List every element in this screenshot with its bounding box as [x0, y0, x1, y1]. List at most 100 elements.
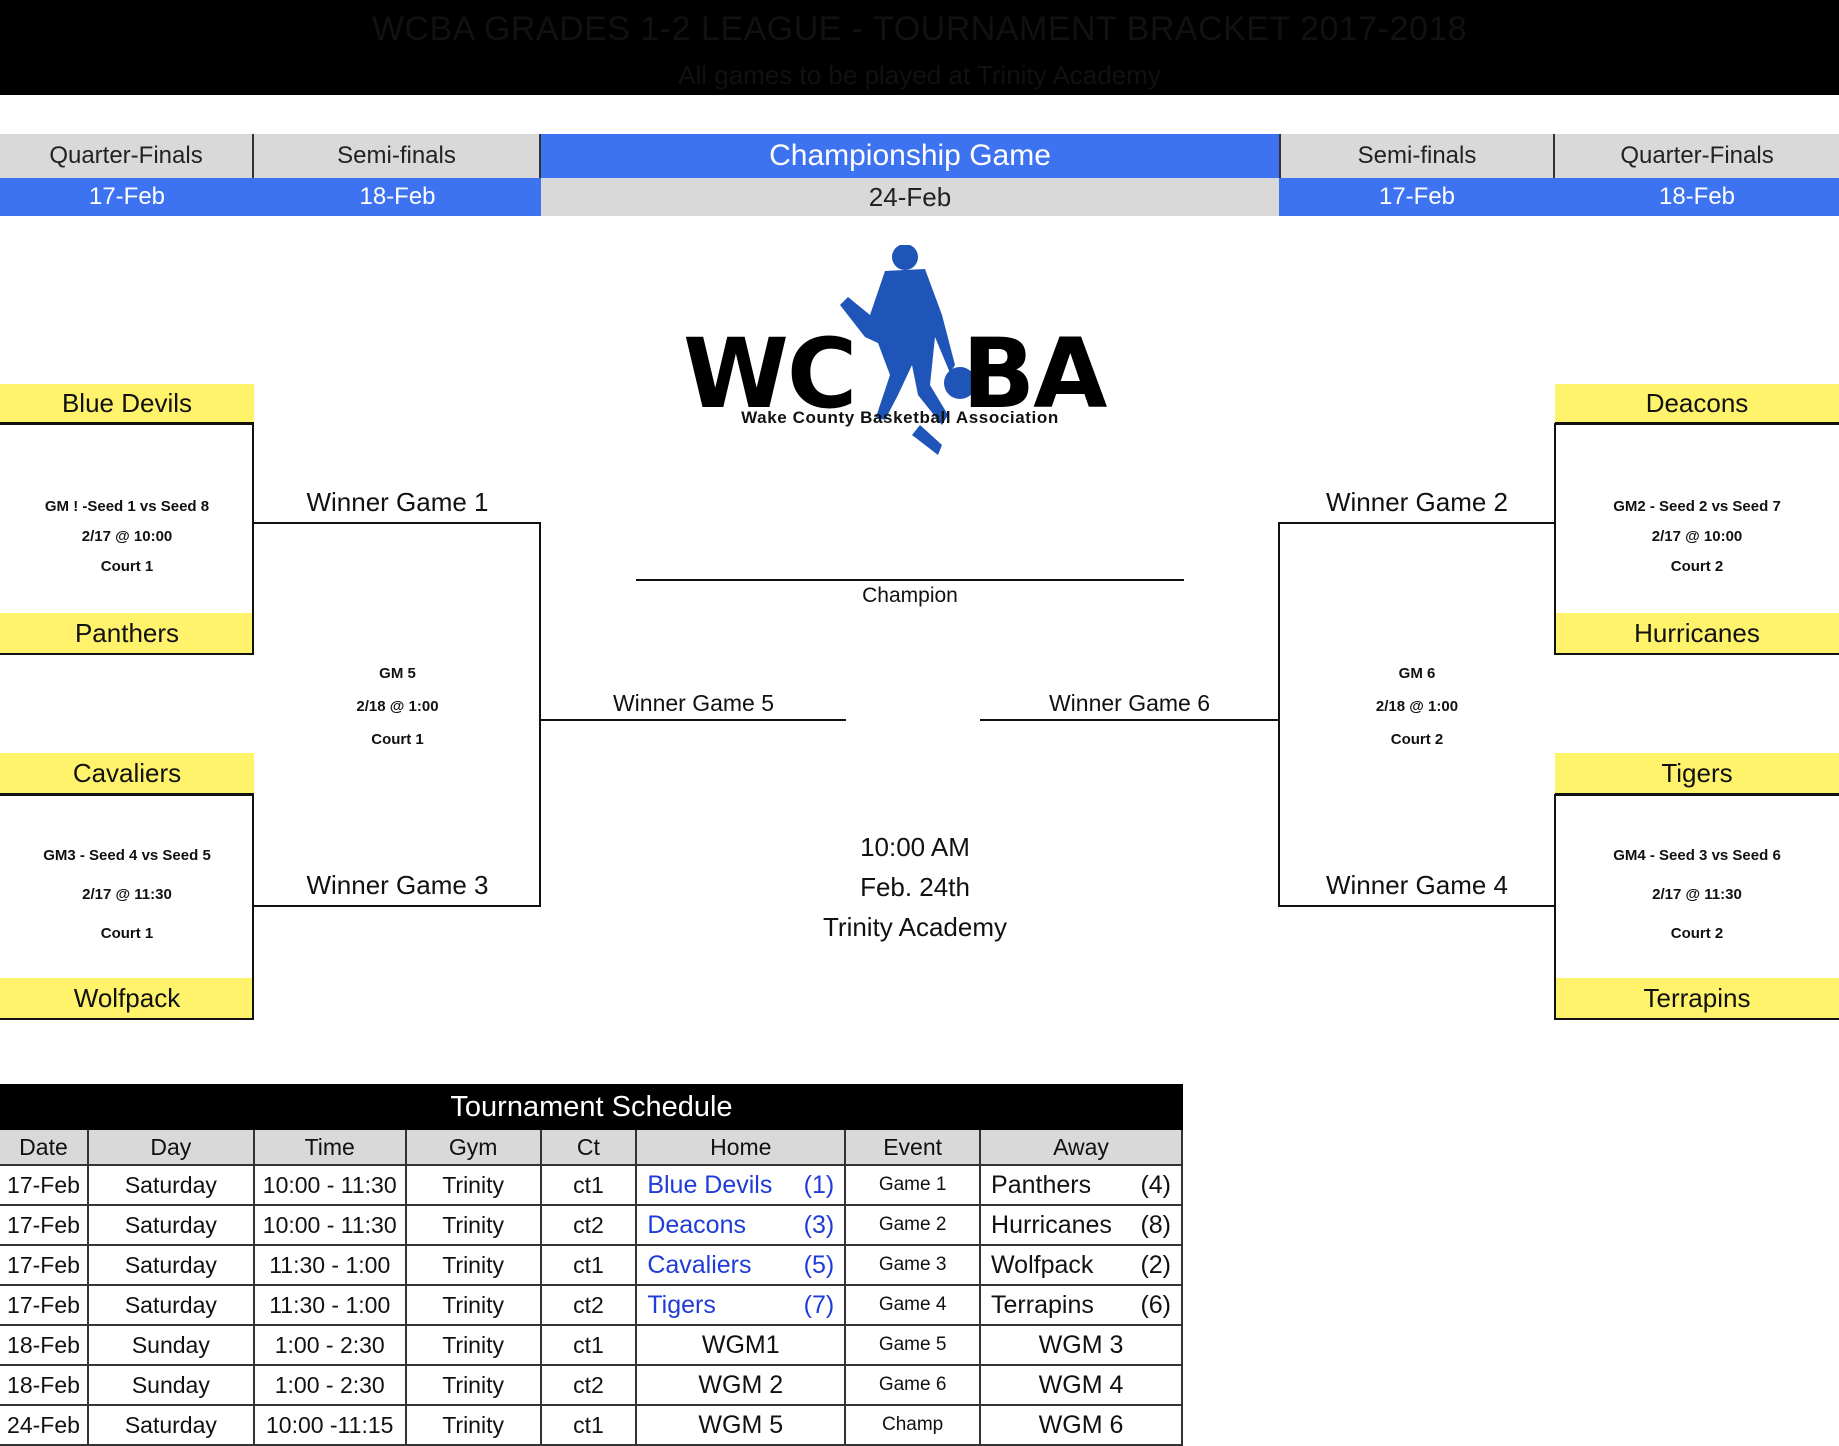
cell-time: 1:00 - 2:30: [253, 1325, 407, 1366]
column-header-away: Away: [980, 1130, 1183, 1166]
table-row: 17-Feb Saturday 11:30 - 1:00 Trinity ct2…: [0, 1285, 1183, 1326]
home-seed: (3): [803, 1210, 835, 1239]
cell-home: WGM 2: [636, 1365, 847, 1406]
game5-time: 2/18 @ 1:00: [356, 698, 439, 715]
game6-title: GM 6: [1398, 665, 1436, 682]
bracket-line: [0, 423, 254, 425]
game6-time: 2/18 @ 1:00: [1375, 698, 1459, 715]
column-header-gym: Gym: [405, 1130, 542, 1166]
away-seed: (4): [1140, 1170, 1171, 1199]
home-seed: (1): [803, 1170, 835, 1199]
bracket-line: [1554, 423, 1556, 655]
cell-home: Blue Devils(1): [636, 1165, 847, 1206]
cell-gym: Trinity: [405, 1325, 542, 1366]
away-team: Terrapins: [991, 1290, 1094, 1319]
bracket-line: [980, 719, 1279, 721]
cell-gym: Trinity: [405, 1205, 542, 1246]
winner-game-3: Winner Game 3: [306, 870, 489, 900]
cell-event: Game 5: [845, 1325, 982, 1366]
away-team: Hurricanes: [991, 1210, 1112, 1239]
page-title: WCBA GRADES 1-2 LEAGUE - TOURNAMENT BRAC…: [371, 9, 1468, 48]
champion-line: [636, 579, 1184, 581]
cell-ct: ct1: [540, 1245, 638, 1286]
home-seed: (5): [803, 1250, 835, 1279]
cell-event: Game 1: [845, 1165, 982, 1206]
cell-time: 1:00 - 2:30: [253, 1365, 407, 1406]
cell-home: Tigers(7): [636, 1285, 847, 1326]
column-header-ct: Ct: [540, 1130, 638, 1166]
game5-title: GM 5: [379, 665, 416, 682]
cell-date: 17-Feb: [0, 1205, 89, 1246]
home-team: Cavaliers: [647, 1250, 752, 1279]
cell-ct: ct2: [540, 1285, 638, 1326]
away-team: Panthers: [991, 1170, 1092, 1199]
page-subtitle: All games to be played at Trinity Academ…: [678, 59, 1161, 90]
home-seed: (7): [803, 1290, 835, 1319]
game2-time: 2/17 @ 10:00: [1651, 528, 1743, 545]
right-qf-label: Quarter-Finals: [1555, 134, 1839, 178]
left-qf-label: Quarter-Finals: [0, 134, 254, 178]
table-row: 18-Feb Sunday 1:00 - 2:30 Trinity ct2 WG…: [0, 1365, 1183, 1406]
championship-label: Championship Game: [541, 134, 1279, 178]
game3-title: GM3 - Seed 4 vs Seed 5: [43, 847, 211, 864]
team-blue-devils: Blue Devils: [0, 384, 254, 424]
away-seed: (6): [1140, 1290, 1171, 1319]
cell-date: 17-Feb: [0, 1165, 89, 1206]
game2-info: GM2 - Seed 2 vs Seed 7 2/17 @ 10:00 Cour…: [1555, 492, 1839, 582]
cell-gym: Trinity: [405, 1405, 542, 1446]
championship-details: 10:00 AM Feb. 24th Trinity Academy: [760, 827, 1070, 947]
cell-home: WGM 5: [636, 1405, 847, 1446]
bracket-line: [252, 794, 254, 1020]
bracket-line: [1555, 794, 1839, 796]
cell-event: Game 6: [845, 1365, 982, 1406]
bracket-line: [541, 719, 846, 721]
column-header-time: Time: [253, 1130, 407, 1166]
bracket-line: [0, 794, 254, 796]
cell-ct: ct1: [540, 1405, 638, 1446]
cell-day: Saturday: [87, 1165, 255, 1206]
champion-label: Champion: [862, 584, 958, 607]
cell-away: WGM 6: [980, 1405, 1183, 1446]
bracket-line: [254, 522, 541, 524]
cell-date: 17-Feb: [0, 1245, 89, 1286]
bracket-line: [1555, 423, 1839, 425]
game3-time: 2/17 @ 11:30: [82, 886, 172, 903]
cell-ct: ct1: [540, 1165, 638, 1206]
championship-time: 10:00 AM: [860, 832, 970, 862]
cell-away: WGM 3: [980, 1325, 1183, 1366]
game1-info: GM ! -Seed 1 vs Seed 8 2/17 @ 10:00 Cour…: [0, 492, 254, 582]
column-header-day: Day: [87, 1130, 255, 1166]
cell-gym: Trinity: [405, 1245, 542, 1286]
game2-title: GM2 - Seed 2 vs Seed 7: [1613, 498, 1781, 515]
cell-date: 24-Feb: [0, 1405, 89, 1446]
bracket-line: [1278, 522, 1280, 907]
game4-court: Court 2: [1670, 925, 1724, 942]
wcba-logo: [680, 244, 1120, 465]
cell-home: Cavaliers (5): [636, 1245, 847, 1286]
game5-info: GM 5 2/18 @ 1:00 Court 1: [254, 657, 541, 756]
table-row: 24-Feb Saturday 10:00 -11:15 Trinity ct1…: [0, 1405, 1183, 1446]
game1-title: GM ! -Seed 1 vs Seed 8: [44, 498, 210, 515]
cell-home: WGM1: [636, 1325, 847, 1366]
table-row: 17-Feb Saturday 10:00 - 11:30 Trinity ct…: [0, 1205, 1183, 1246]
bracket-line: [252, 423, 254, 655]
away-seed: (2): [1140, 1250, 1171, 1279]
schedule-table: Date Day Time Gym Ct Home Event Away 17-…: [0, 1130, 1183, 1446]
logo-text-right: BA: [962, 318, 1107, 430]
game4-info: GM4 - Seed 3 vs Seed 6 2/17 @ 11:30 Cour…: [1555, 836, 1839, 953]
team-cavaliers: Cavaliers: [0, 753, 254, 795]
logo-subtitle: Wake County Basketball Association: [741, 408, 1059, 427]
schedule-title: Tournament Schedule: [0, 1084, 1183, 1130]
table-row: 17-Feb Saturday 11:30 - 1:00 Trinity ct1…: [0, 1245, 1183, 1286]
right-qf-date: 18-Feb: [1555, 178, 1839, 216]
cell-gym: Trinity: [405, 1165, 542, 1206]
cell-event: Game 4: [845, 1285, 982, 1326]
game1-court: Court 1: [100, 558, 154, 575]
bracket-line: [254, 905, 541, 907]
cell-gym: Trinity: [405, 1365, 542, 1406]
cell-day: Sunday: [87, 1325, 255, 1366]
cell-home: Deacons(3): [636, 1205, 847, 1246]
cell-event: Game 2: [845, 1205, 982, 1246]
winner-game-6: Winner Game 6: [1048, 690, 1211, 716]
cell-time: 10:00 - 11:30: [253, 1205, 407, 1246]
